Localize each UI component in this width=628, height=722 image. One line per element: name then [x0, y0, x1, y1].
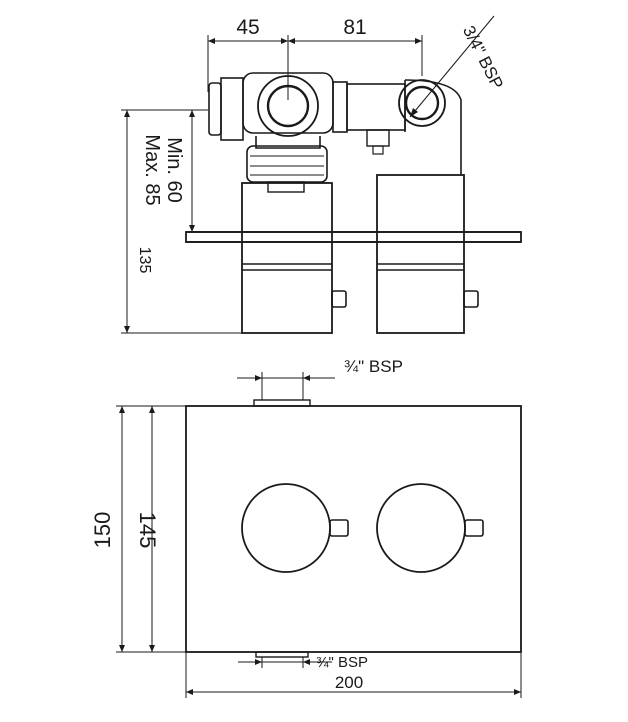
inlet-port — [257, 75, 319, 137]
side-view: 45 81 3/4" BSP — [121, 15, 522, 334]
bottom-outlet-dimension: ¾" BSP — [238, 654, 368, 671]
outer-height-label: 150 — [90, 512, 115, 549]
ribbed-nut — [246, 145, 328, 183]
outlet-port — [398, 79, 446, 127]
top-fitting — [253, 399, 311, 407]
dim-81-label: 81 — [343, 16, 366, 39]
right-handle-lever — [463, 290, 479, 308]
outer-height-dimension: 150 — [90, 405, 186, 653]
top-inlet-dimension: ¾" BSP — [237, 357, 403, 400]
inner-height-label: 145 — [135, 512, 160, 549]
valve-body — [208, 72, 462, 193]
wall-plate-front — [185, 405, 522, 653]
width-dimension: 200 — [185, 652, 522, 698]
bottom-fitting — [255, 651, 309, 658]
right-cartridge — [376, 174, 479, 334]
bottom-outlet-label: ¾" BSP — [316, 654, 368, 671]
plate-width-label: 200 — [335, 673, 363, 692]
height-dimension: 135 — [121, 109, 242, 334]
outlet-leader: 3/4" BSP — [409, 15, 507, 118]
left-handle-lever — [331, 290, 347, 308]
top-dimension: 45 81 — [207, 16, 423, 100]
overall-height-label: 135 — [136, 247, 153, 274]
min-depth-label: Min. 60 — [163, 137, 185, 203]
front-view: ¾" BSP ¾" BSP — [90, 357, 522, 698]
dim-45-label: 45 — [236, 16, 259, 39]
outlet-bsp-label: 3/4" BSP — [459, 23, 507, 93]
max-depth-label: Max. 85 — [141, 134, 163, 205]
depth-dimension: Min. 60 Max. 85 — [141, 109, 208, 232]
right-handle — [376, 483, 484, 573]
left-cartridge — [241, 182, 347, 334]
left-handle — [241, 483, 349, 573]
top-inlet-label: ¾" BSP — [344, 357, 403, 376]
inner-height-dimension: 145 — [135, 406, 160, 652]
wall-plate-side — [185, 231, 522, 243]
